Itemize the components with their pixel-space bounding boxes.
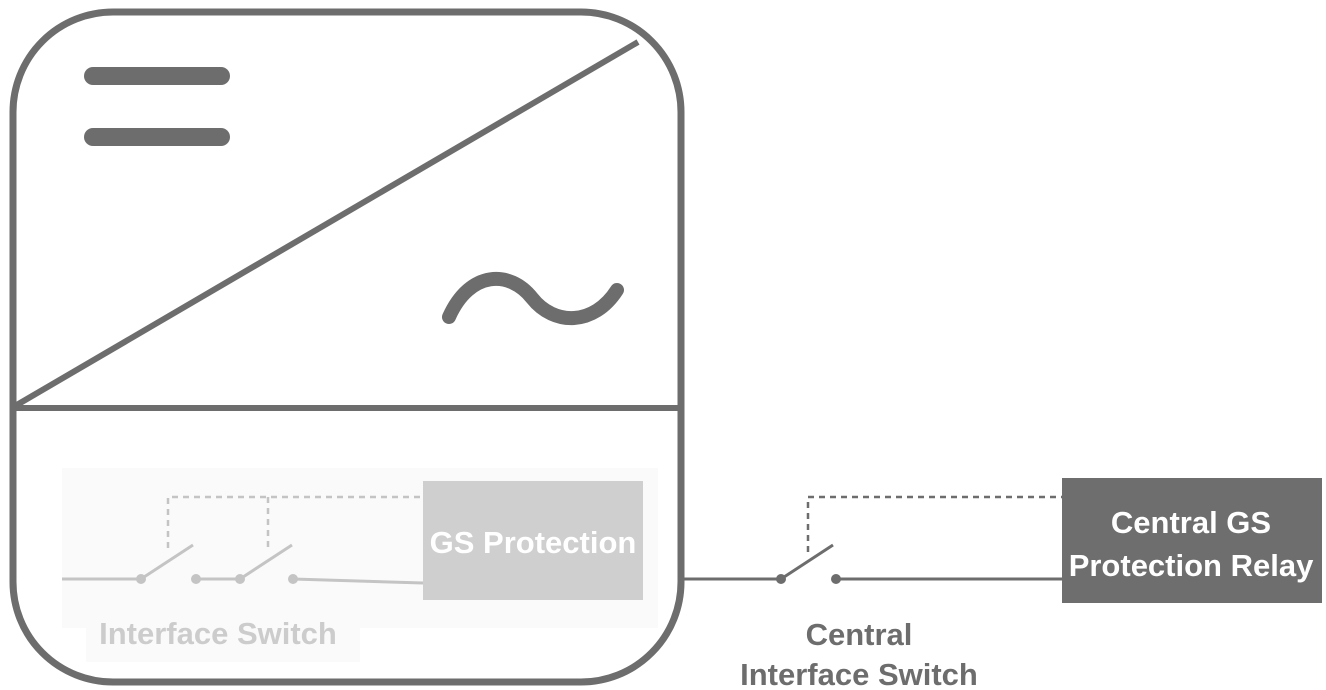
interface-switch-label: Interface Switch [99, 616, 337, 651]
central-relay-label-line2: Protection Relay [1069, 548, 1314, 583]
switch-blade [140, 543, 194, 581]
faded-wire [292, 577, 424, 585]
inverter-housing [9, 8, 685, 686]
central-switch-blade [780, 543, 834, 581]
control-dashed-line [166, 495, 423, 548]
switch-contact [288, 574, 298, 584]
gs-protection-box [423, 481, 643, 600]
gs-protection-label: GS Protection [430, 525, 637, 560]
switch-blade [239, 543, 293, 581]
inverter: GS Protection Interface Switch [9, 8, 685, 686]
central-switch-label-line2: Interface Switch [740, 657, 978, 690]
inverter-interface-section: GS Protection Interface Switch [62, 468, 658, 662]
central-switch-label-line1: Central [806, 617, 913, 652]
central-relay-box [1062, 478, 1322, 603]
interface-switch-label-bg [86, 608, 360, 662]
inverter-diagonal [13, 39, 640, 409]
central-switch-contact [831, 574, 841, 584]
central-system: Central GS Protection Relay Central Inte… [684, 478, 1322, 690]
switch-contact [191, 574, 201, 584]
central-relay-label-line1: Central GS [1111, 505, 1271, 540]
ac-sine-icon [442, 271, 624, 326]
central-control-dashed-line [806, 495, 1062, 552]
dc-symbol-icon [84, 67, 230, 146]
